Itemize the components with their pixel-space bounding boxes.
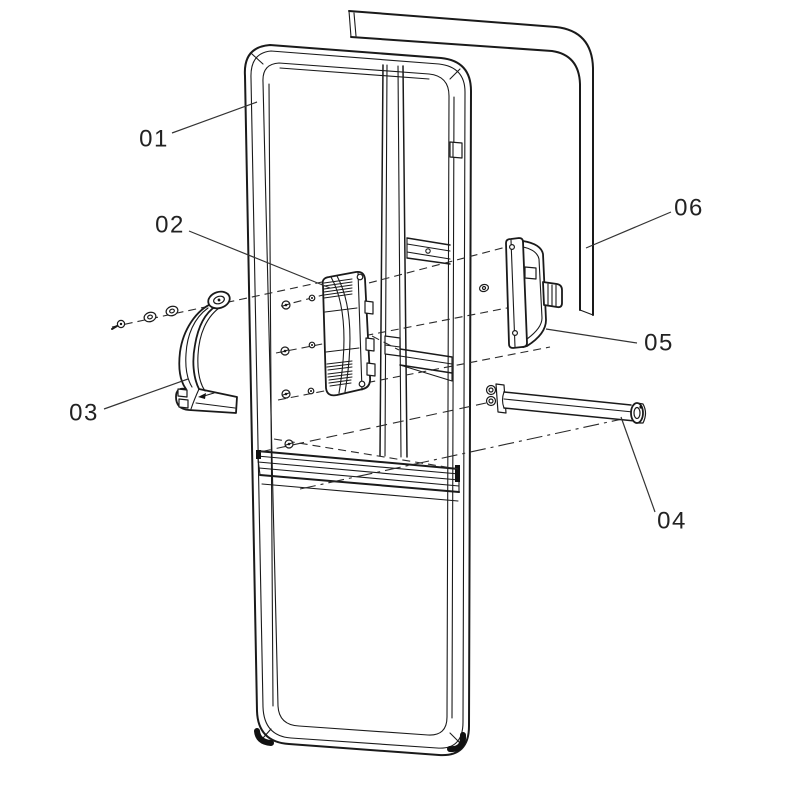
screw: [111, 319, 126, 330]
screw: [281, 300, 291, 310]
bar-right-end-cap: [630, 402, 647, 424]
frame-corner-accent: [254, 728, 274, 746]
callout-label-02: 02: [155, 211, 185, 238]
screw: [284, 439, 294, 449]
callout-label-01: 01: [139, 125, 169, 152]
callout-leader-06: [585, 211, 672, 249]
washer: [165, 305, 179, 317]
callout-leader-01: [171, 101, 258, 134]
latch-tab: [542, 281, 563, 309]
callout-06: 06: [585, 194, 704, 249]
callout-04: 04: [620, 416, 687, 534]
washer: [478, 283, 490, 293]
upper-crossbar: [406, 237, 451, 265]
callout-02: 02: [155, 211, 331, 289]
handle-top-mount: [207, 290, 231, 310]
washer: [143, 311, 157, 323]
bar-left-fasteners: [485, 384, 497, 407]
interior-lock-unit: [321, 270, 376, 397]
exterior-lock-unit: [505, 237, 563, 349]
screw: [280, 346, 290, 356]
bottom-rail: [256, 450, 460, 502]
rail-end-cap: [256, 450, 261, 459]
frame-catch-plate: [449, 141, 463, 159]
callout-label-03: 03: [69, 399, 99, 426]
trim-strip: [348, 10, 594, 316]
callout-leader-05: [545, 328, 638, 344]
door-frame: [243, 44, 472, 757]
window-mullions: [379, 64, 408, 458]
pin: [308, 341, 316, 349]
pin: [307, 387, 315, 395]
callout-03: 03: [69, 378, 189, 426]
callout-label-06: 06: [674, 194, 704, 221]
grip-ribs-top: [323, 278, 353, 299]
latch-keeper-bracket: [384, 335, 453, 382]
fasteners: [111, 283, 490, 449]
frame-corner-accent: [447, 732, 467, 753]
rail-end-cap: [455, 465, 460, 482]
arrow-mark-icon: [198, 393, 206, 399]
screw: [281, 389, 291, 399]
callout-01: 01: [139, 101, 258, 152]
callouts: 01 02 03 04 05 06: [69, 101, 704, 534]
callout-leader-03: [103, 378, 189, 410]
retainer-bar: [485, 383, 647, 424]
callout-leader-02: [188, 230, 331, 289]
exterior-handle: [175, 290, 238, 414]
callout-leader-04: [620, 416, 656, 513]
callout-label-05: 05: [644, 329, 674, 356]
callout-label-04: 04: [657, 507, 687, 534]
grip-ribs-bottom: [326, 360, 353, 387]
pin: [308, 294, 316, 302]
callout-05: 05: [545, 328, 674, 356]
